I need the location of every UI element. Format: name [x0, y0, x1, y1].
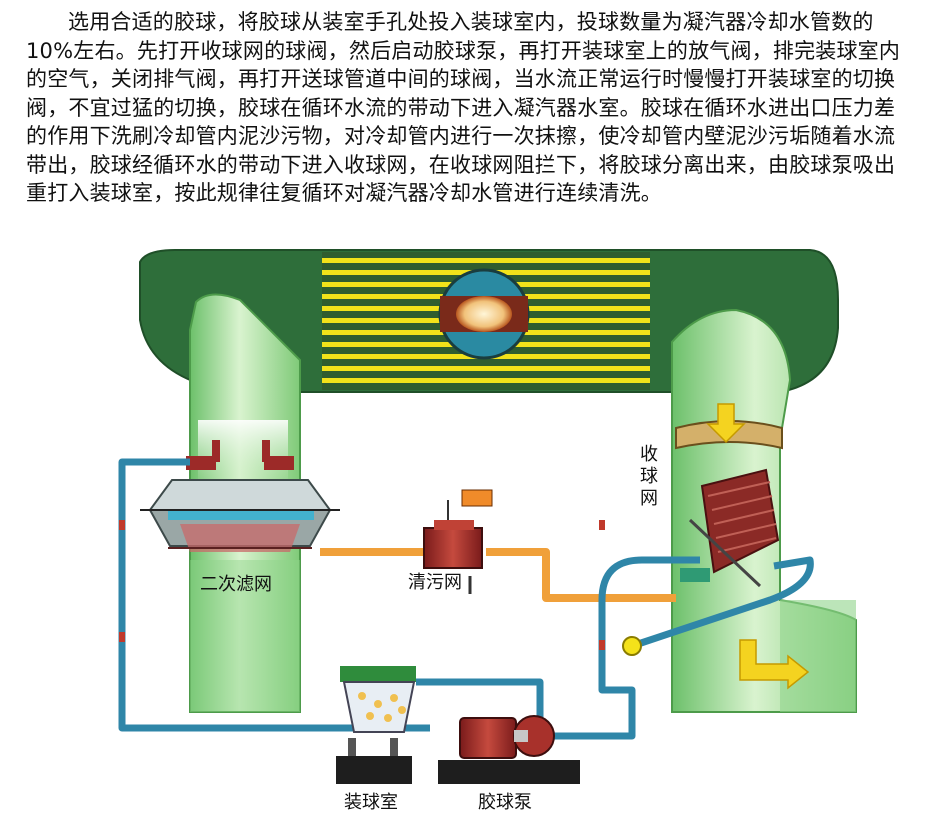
ball-pump	[438, 715, 580, 784]
junction-valve	[622, 636, 642, 656]
pipe-direction-markers	[119, 520, 605, 650]
debris-pipe-orange	[320, 548, 676, 602]
svg-text:网: 网	[640, 488, 658, 509]
cooling-tube-bundle	[322, 252, 650, 390]
flow-arrow-down	[706, 403, 746, 444]
label-ball-chamber: 装球室	[344, 792, 398, 813]
label-debris-screen: 清污网	[408, 572, 462, 593]
debris-screen	[423, 489, 493, 594]
svg-text:球: 球	[640, 466, 658, 487]
intro-paragraph: 选用合适的胶球，将胶球从装室手孔处投入装球室内，投球数量为凝汽器冷却水管数的10…	[26, 10, 901, 205]
label-ball-collector: 收 球 网	[640, 444, 658, 509]
ball-loading-chamber	[336, 666, 416, 784]
label-ball-pump: 胶球泵	[478, 792, 532, 813]
ball-collector-screen	[675, 420, 783, 588]
secondary-filter-screen	[140, 440, 340, 552]
flow-arrows	[706, 403, 810, 690]
ball-return-pipe-right	[416, 556, 814, 740]
label-secondary-filter: 二次滤网	[200, 574, 272, 595]
svg-text:收: 收	[640, 444, 658, 465]
flow-arrow-out	[739, 639, 810, 690]
